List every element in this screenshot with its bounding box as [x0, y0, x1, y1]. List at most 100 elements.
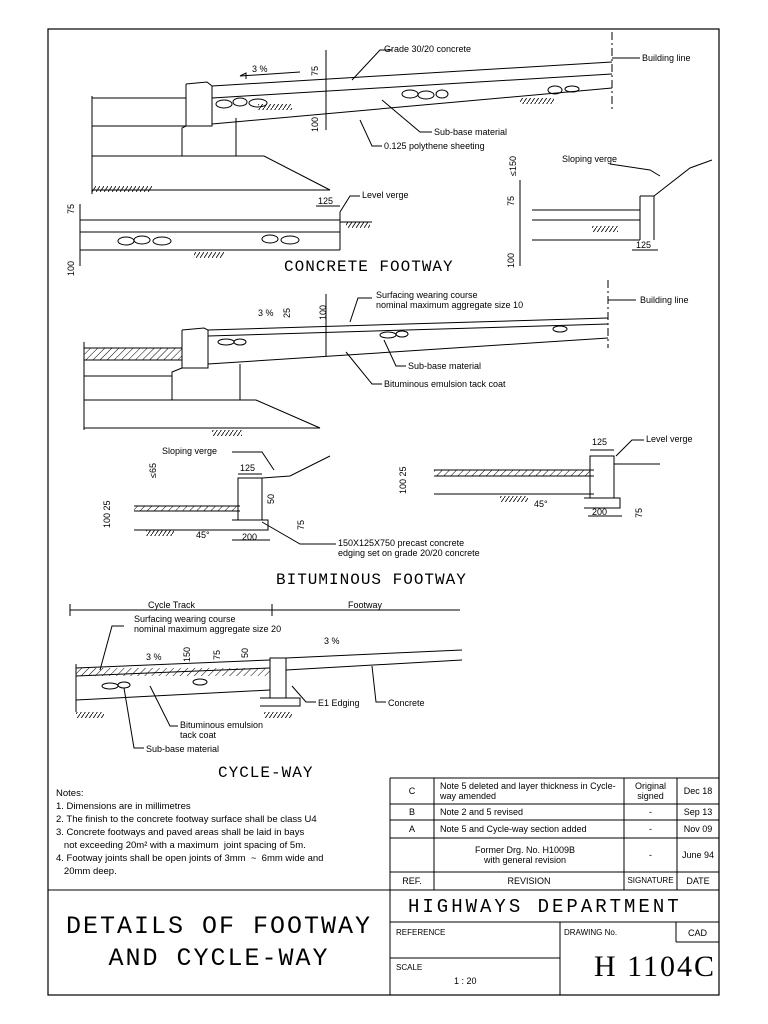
tack-coat-label: Bituminous emulsion tack coat: [384, 379, 506, 389]
concrete-sloping-verge: [519, 159, 713, 266]
footway-label: Footway: [348, 600, 383, 610]
rev-signature: Original signed: [634, 781, 666, 801]
scale-value: 1 : 20: [454, 976, 477, 986]
level-dim-75: 75: [66, 203, 76, 214]
level-verge-label: Level verge: [362, 190, 409, 200]
rev-signature: -: [649, 824, 652, 834]
slope-dim-75: 75: [506, 195, 516, 206]
rev-header-ref: REF.: [402, 876, 422, 886]
concrete-grade-label: Grade 30/20 concrete: [384, 44, 472, 54]
edging-label: E1 Edging: [318, 698, 360, 708]
note-item: not exceeding 20m² with a maximum joint …: [56, 840, 306, 851]
rev-ref: C: [408, 786, 416, 796]
bituminous-footway-title: BITUMINOUS FOOTWAY: [276, 571, 467, 589]
fall-label-2: 3 %: [258, 308, 274, 318]
sloping-verge-label-2: Sloping verge: [162, 446, 218, 456]
drawing-title-line-2: AND CYCLE-WAY: [108, 944, 330, 973]
rev-text: Note 2 and 5 revised: [440, 807, 524, 817]
rev-text: Note 5 and Cycle-way section added: [440, 824, 587, 834]
note-item: 1. Dimensions are in millimetres: [56, 801, 191, 812]
dim-125-a: 125: [240, 463, 256, 473]
dim-50: 50: [266, 493, 276, 504]
slope-dim-125: 125: [636, 240, 652, 250]
sheet-border: [47, 28, 720, 996]
rev-header-revision: REVISION: [507, 876, 551, 886]
dim-75-b: 75: [634, 507, 644, 518]
drawing-title-line-1: DETAILS OF FOOTWAY: [65, 912, 373, 941]
dim-25: 25: [282, 307, 292, 318]
department-name: HIGHWAYS DEPARTMENT: [408, 896, 682, 918]
polythene-label: 0.125 polythene sheeting: [384, 141, 485, 151]
dim-100: 100: [310, 116, 320, 132]
dim-150: 150: [182, 646, 192, 662]
cycleway-title: CYCLE-WAY: [218, 764, 314, 782]
notes-heading: Notes:: [56, 788, 84, 799]
fall-label: 3 %: [252, 64, 268, 74]
dim-100-25: 100 25: [102, 500, 112, 528]
sub-base-label-3: Sub-base material: [146, 744, 220, 754]
rev-date: Sep 13: [683, 807, 713, 817]
scale-label: SCALE: [396, 963, 423, 972]
angle-45-b: 45°: [534, 499, 548, 509]
rev-date: June 94: [681, 850, 715, 860]
drawing-no-label: DRAWING No.: [564, 928, 618, 937]
cycle-track-label: Cycle Track: [148, 600, 196, 610]
ground-hatch: [92, 186, 152, 192]
note-item: 2. The finish to the concrete footway su…: [56, 814, 317, 825]
edging-label-2: edging set on grade 20/20 concrete: [338, 548, 480, 558]
surfacing-label-3: Surfacing wearing course: [134, 614, 236, 624]
fall-right: 3 %: [324, 636, 340, 646]
slope-dim-150: ≤150: [508, 156, 518, 176]
sub-base-label-2: Sub-base material: [408, 361, 482, 371]
title-block-lines: [48, 777, 719, 995]
level-verge-label-2: Level verge: [646, 434, 693, 444]
note-item: 20mm deep.: [56, 866, 117, 877]
angle-45: 45°: [196, 530, 210, 540]
tack-label-2: tack coat: [180, 730, 217, 740]
building-line-label-2: Building line: [640, 295, 689, 305]
sub-base-label: Sub-base material: [434, 127, 508, 137]
dim-100-b: 100: [318, 304, 328, 320]
rev-date: Nov 09: [683, 824, 713, 834]
tack-label-1: Bituminous emulsion: [180, 720, 264, 730]
level-dim-125: 125: [318, 196, 334, 206]
rev-text: Former Drg. No. H1009B with general revi…: [474, 845, 576, 865]
rev-signature: -: [649, 850, 652, 860]
drawing-number: H 1104C: [594, 950, 717, 983]
concrete-level-verge: [79, 195, 372, 266]
dim-75: 75: [310, 65, 320, 76]
concrete-footway-title: CONCRETE FOOTWAY: [284, 258, 454, 276]
rev-date: Dec 18: [683, 786, 713, 796]
concrete-label: Concrete: [388, 698, 425, 708]
slope-dim-100: 100: [506, 252, 516, 268]
edging-label-1: 150X125X750 precast concrete: [338, 538, 465, 548]
cad-label: CAD: [688, 928, 708, 938]
dim-65: ≤65: [148, 463, 158, 478]
sloping-verge-label: Sloping verge: [562, 154, 618, 164]
bitumen-hatch: [84, 348, 182, 360]
dim-200-b: 200: [592, 507, 608, 517]
rev-header-signature: SIGNATURE: [627, 876, 674, 885]
dim-50-cy: 50: [240, 647, 250, 658]
rev-ref: B: [408, 807, 415, 817]
rev-ref: [390, 838, 434, 872]
dim-75-cy: 75: [212, 649, 222, 660]
rev-signature: -: [649, 807, 652, 817]
dim-100-25-b: 100 25: [398, 466, 408, 494]
surfacing-label-1: Surfacing wearing course: [376, 290, 478, 300]
dim-125-b: 125: [592, 437, 608, 447]
rev-header-date: DATE: [686, 876, 710, 886]
surfacing-label-2: nominal maximum aggregate size 10: [376, 300, 524, 310]
concrete-main-section: [91, 32, 640, 194]
note-item: 3. Concrete footways and paved areas sha…: [56, 827, 305, 838]
note-item: 4. Footway joints shall be open joints o…: [56, 853, 324, 864]
rev-text: Note 5 deleted and layer thickness in Cy…: [440, 781, 616, 801]
level-dim-100: 100: [66, 260, 76, 276]
dim-75-c: 75: [296, 519, 306, 530]
reference-label: REFERENCE: [396, 928, 446, 937]
building-line-label: Building line: [642, 53, 691, 63]
fall-left: 3 %: [146, 652, 162, 662]
dim-200: 200: [242, 532, 258, 542]
